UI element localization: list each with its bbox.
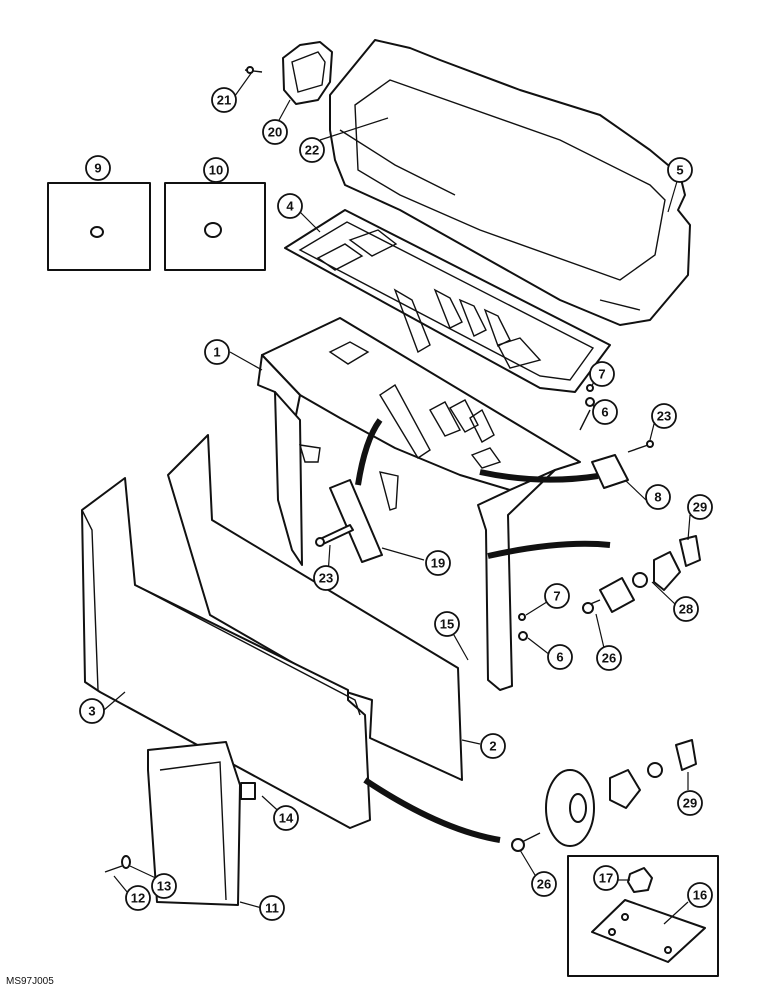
part-17-nut (627, 867, 653, 893)
callout-29-upper-text: 29 (693, 500, 707, 515)
callout-21: 21 (211, 87, 237, 113)
callout-20-text: 20 (268, 125, 282, 140)
callout-16-text: 16 (693, 888, 707, 903)
callout-11-text: 11 (265, 901, 279, 916)
callout-26-upper: 26 (596, 645, 622, 671)
callout-3: 3 (79, 698, 105, 724)
callout-5-text: 5 (676, 163, 683, 178)
callout-15-text: 15 (440, 617, 454, 632)
part-19-strap (329, 418, 383, 563)
callout-17-text: 17 (599, 871, 613, 886)
callout-12: 12 (125, 885, 151, 911)
callout-1-text: 1 (213, 345, 220, 360)
callout-2-text: 2 (489, 739, 496, 754)
callout-14: 14 (273, 805, 299, 831)
part-6-7-upper-fasteners (579, 384, 595, 431)
callout-4-text: 4 (286, 199, 294, 214)
part-23-bolt (627, 440, 654, 453)
callout-12-text: 12 (131, 891, 145, 906)
callout-26-lower: 26 (531, 871, 557, 897)
callout-22-text: 22 (305, 143, 319, 158)
part-9-plate (47, 182, 151, 271)
callout-5: 5 (667, 157, 693, 183)
callout-10-text: 10 (209, 163, 223, 178)
callout-8-text: 8 (654, 490, 661, 505)
callout-9: 9 (85, 155, 111, 181)
part-21-screw (244, 66, 263, 74)
callout-23-lower: 23 (313, 565, 339, 591)
part-13-washer (121, 855, 131, 869)
callout-9-text: 9 (94, 161, 101, 176)
callout-19-text: 19 (431, 556, 445, 571)
part-20-gauge-housing (282, 41, 333, 105)
part-3-front-panel (81, 477, 371, 829)
callout-22: 22 (299, 137, 325, 163)
part-10-plate (164, 182, 266, 271)
callout-8: 8 (645, 484, 671, 510)
part-5-instrument-cover (329, 39, 691, 326)
callout-26-lower-text: 26 (537, 877, 551, 892)
callout-14-text: 14 (279, 811, 294, 826)
callout-23-upper: 23 (651, 403, 677, 429)
part-8-pad (479, 454, 629, 489)
upper-knob-assembly (582, 535, 701, 614)
callout-23-upper-text: 23 (657, 409, 671, 424)
callout-19: 19 (425, 550, 451, 576)
callout-13-text: 13 (157, 879, 171, 894)
strap-lower (363, 777, 501, 843)
callout-6-lower: 6 (547, 644, 573, 670)
callout-28: 28 (673, 596, 699, 622)
part-12-screw (104, 865, 123, 873)
lower-knob-assembly (511, 739, 697, 852)
callout-6-upper: 6 (592, 399, 618, 425)
callout-16: 16 (687, 882, 713, 908)
part-11-cover-plate (147, 741, 241, 906)
callout-6-lower-text: 6 (556, 650, 563, 665)
callout-28-text: 28 (679, 602, 693, 617)
part-1-console-frame (257, 317, 581, 691)
callout-1: 1 (204, 339, 230, 365)
callout-23-lower-text: 23 (319, 571, 333, 586)
callout-13: 13 (151, 873, 177, 899)
callout-10: 10 (203, 157, 229, 183)
callout-7-lower-text: 7 (553, 589, 560, 604)
callout-21-text: 21 (217, 93, 231, 108)
part-23-rod (315, 524, 354, 547)
part-6-7-lower-fasteners (518, 613, 528, 641)
callout-7-lower: 7 (544, 583, 570, 609)
strap-upper (487, 540, 611, 559)
part-16-base-plate (591, 899, 706, 963)
callout-29-lower-text: 29 (683, 796, 697, 811)
callout-7-upper-text: 7 (598, 367, 605, 382)
callout-26-upper-text: 26 (602, 651, 616, 666)
part-2-side-panel (167, 434, 463, 781)
callout-2: 2 (480, 733, 506, 759)
part-14-spacer (240, 782, 256, 800)
callout-29-upper: 29 (687, 494, 713, 520)
callout-15: 15 (434, 611, 460, 637)
callout-17: 17 (593, 865, 619, 891)
callout-3-text: 3 (88, 704, 95, 719)
callout-20: 20 (262, 119, 288, 145)
callout-7-upper: 7 (589, 361, 615, 387)
callout-29-lower: 29 (677, 790, 703, 816)
callout-11: 11 (259, 895, 285, 921)
catalog-code: MS97J005 (6, 976, 54, 987)
callout-4: 4 (277, 193, 303, 219)
callout-6-upper-text: 6 (601, 405, 608, 420)
